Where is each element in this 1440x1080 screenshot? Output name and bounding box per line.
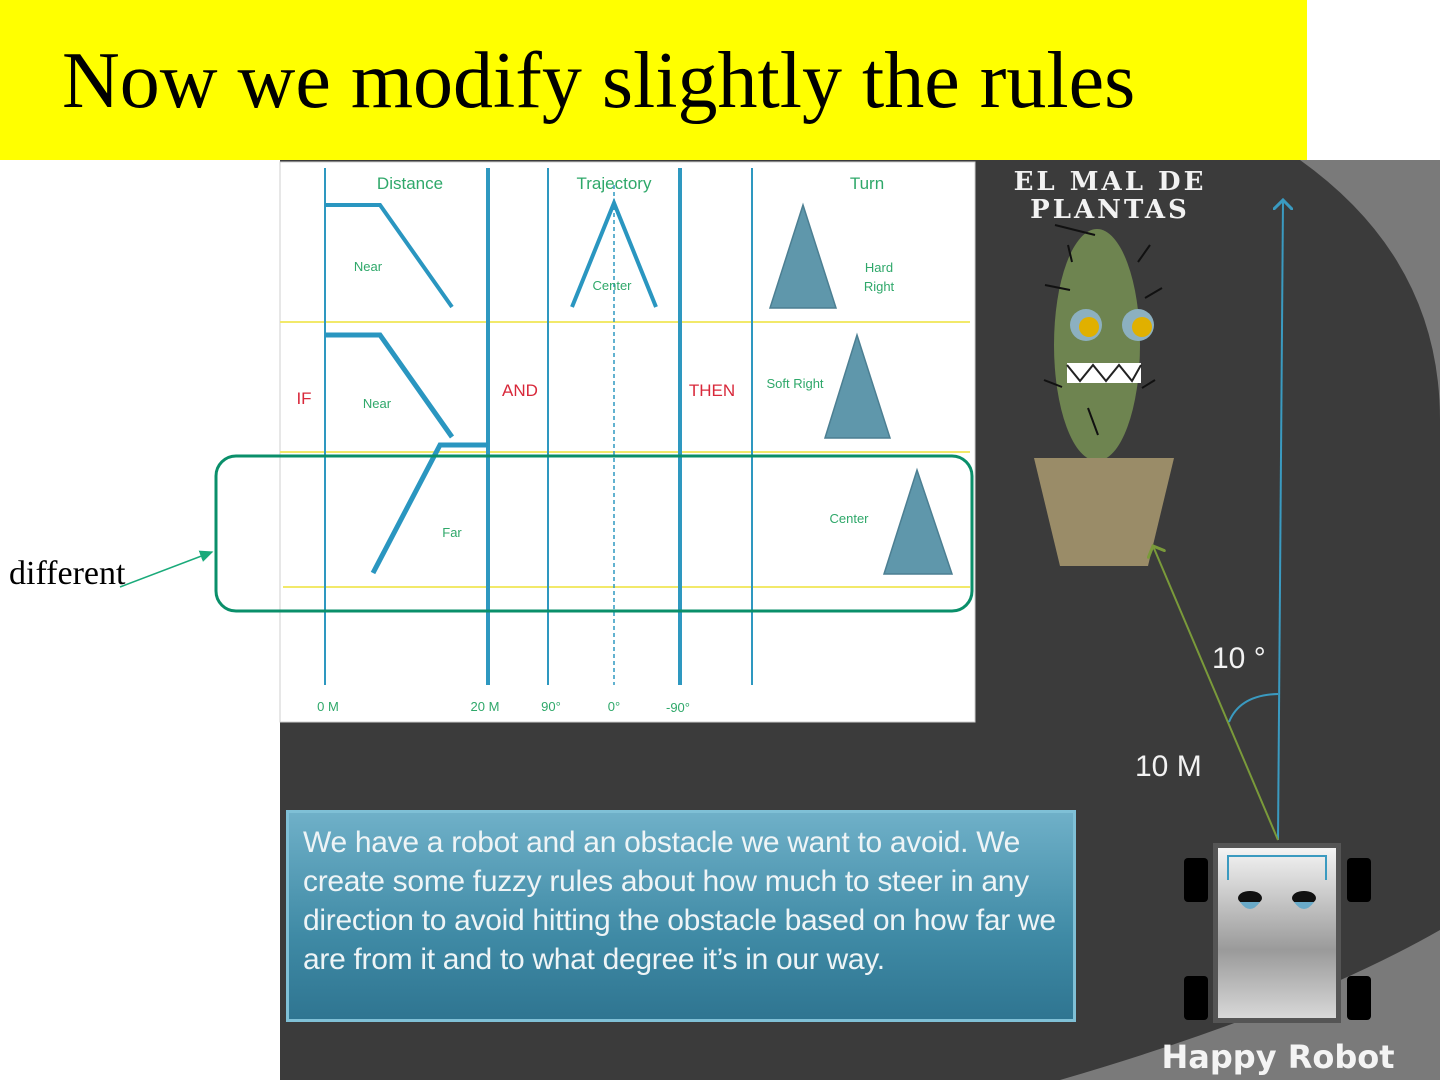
rule3-distance: Far <box>442 525 462 540</box>
title-band: Now we modify slightly the rules <box>0 0 1307 160</box>
annotation-different: different <box>9 555 126 592</box>
rule3-turn: Center <box>829 511 869 526</box>
distance-label: 10 M <box>1135 750 1202 783</box>
cactus-obstacle: EL MAL DE PLANTAS <box>1014 167 1207 566</box>
center-triangle <box>882 467 954 575</box>
far-function <box>370 442 488 575</box>
robot <box>1184 843 1371 1023</box>
column-lines <box>324 168 753 685</box>
angle-arc <box>1228 693 1279 723</box>
obstacle-title-line2: PLANTAS <box>1030 195 1190 225</box>
membership-functions <box>325 197 658 575</box>
rule1-turn-line1: Hard <box>865 260 893 275</box>
and-label: AND <box>502 381 538 400</box>
hard-right-triangle <box>768 202 838 309</box>
axis-label-90: 90° <box>541 699 561 714</box>
rule1-trajectory: Center <box>592 278 632 293</box>
obstacle-title-line1: EL MAL DE <box>1014 167 1207 197</box>
header-trajectory: Trajectory <box>577 174 652 193</box>
fuzzy-rules-diagram: Distance Trajectory Turn Near Center Har… <box>279 161 976 723</box>
soft-right-triangle <box>823 332 892 439</box>
heading-arrow <box>1278 200 1283 841</box>
then-label: THEN <box>689 381 735 400</box>
slide-title: Now we modify slightly the rules <box>62 37 1136 125</box>
rule2-distance: Near <box>363 396 392 411</box>
axis-label-minus90: -90° <box>666 700 690 715</box>
if-label: IF <box>296 389 311 408</box>
rule1-turn-line2: Right <box>864 279 895 294</box>
description-box: We have a robot and an obstacle we want … <box>286 810 1076 1022</box>
axis-label-0m: 0 M <box>317 699 339 714</box>
header-turn: Turn <box>850 174 884 193</box>
rule2-turn: Soft Right <box>766 376 823 391</box>
obstacle-vector-arrow <box>1153 546 1279 841</box>
rule1-distance: Near <box>354 259 383 274</box>
axis-label-20m: 20 M <box>471 699 500 714</box>
robot-label: Happy Robot <box>1162 1038 1395 1076</box>
angle-label: 10 ° <box>1212 642 1266 675</box>
turn-triangles <box>768 202 954 575</box>
header-distance: Distance <box>377 174 443 193</box>
annotation-arrow <box>119 550 214 588</box>
near-function-2 <box>325 332 455 439</box>
axis-label-0deg: 0° <box>608 699 620 714</box>
near-function-1 <box>325 203 454 309</box>
row-dividers <box>280 321 970 588</box>
highlight-box <box>214 454 974 613</box>
center-function <box>570 197 658 308</box>
